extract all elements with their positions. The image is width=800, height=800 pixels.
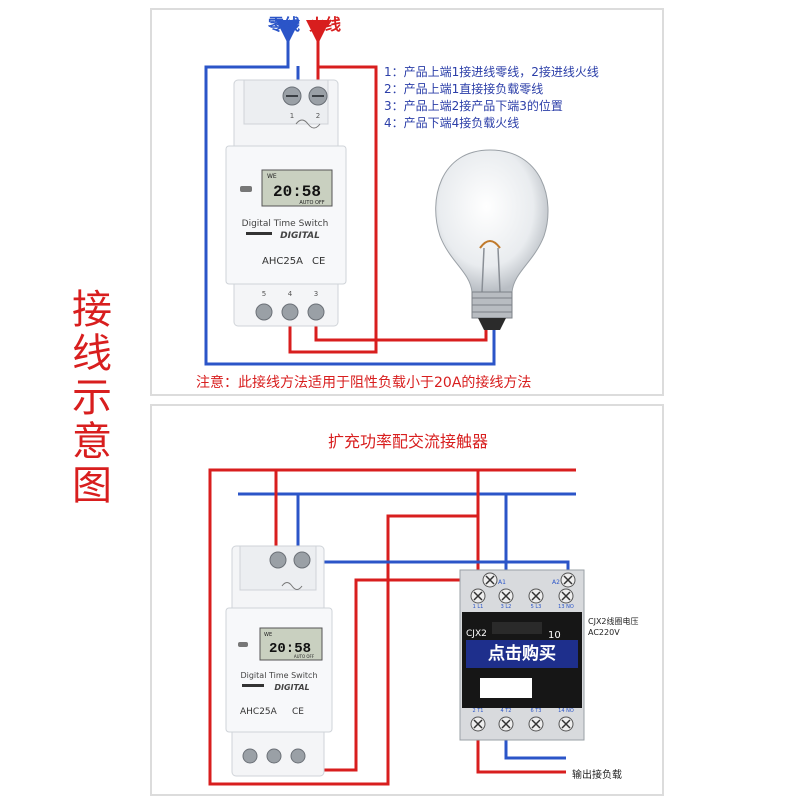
- coil-voltage-label: CJX2线圈电压: [588, 617, 639, 626]
- contactor-model: CJX2: [466, 629, 487, 639]
- terminal-label: 13 NO: [558, 604, 574, 610]
- side-title-char: 接: [72, 287, 112, 333]
- terminal-label: 1 L1: [473, 604, 484, 610]
- lcd-time: 20:58: [273, 183, 321, 201]
- buy-button[interactable]: 点击购买: [466, 640, 578, 668]
- device-brand: DIGITAL: [274, 683, 309, 692]
- terminal-label: 5 L3: [531, 604, 542, 610]
- ce-mark: CE: [292, 707, 304, 717]
- contactor-rating: 10: [548, 630, 561, 641]
- terminal-5: [255, 303, 273, 321]
- side-title-char: 意: [72, 419, 112, 465]
- ce-mark: CE: [312, 256, 325, 267]
- lcd-day: WE: [264, 632, 272, 638]
- device-name: Digital Time Switch: [242, 219, 329, 229]
- contactor-section-title: 扩充功率配交流接触器: [328, 432, 489, 451]
- coil-label-a1: A1: [498, 579, 506, 586]
- terminal-label: 4 T2: [500, 708, 511, 714]
- terminal-label: 3 L2: [501, 604, 512, 610]
- neutral-wire: [204, 44, 496, 366]
- wiring-step: 3：产品上端2接产品下端3的位置: [384, 99, 563, 113]
- device-model: AHC25A: [240, 707, 278, 717]
- wiring-step: 1：产品上端1接进线零线，2接进线火线: [384, 65, 599, 79]
- load-live-wire: [314, 316, 488, 342]
- device-brand: DIGITAL: [280, 231, 320, 241]
- wiring-step: 2：产品上端1直接接负载零线: [384, 82, 544, 96]
- terminal-label: 2 T1: [472, 708, 483, 714]
- neutral-label: 零线: [268, 15, 301, 34]
- lcd-mode: AUTO OFF: [299, 200, 324, 206]
- lcd-day: WE: [267, 173, 277, 180]
- terminal-3: [307, 303, 325, 321]
- coil-voltage-value: AC220V: [588, 628, 620, 637]
- light-bulb-icon: [435, 149, 549, 330]
- live-label: 火线: [309, 15, 342, 34]
- device-name: Digital Time Switch: [240, 671, 317, 680]
- terminal-label: 14 NO: [558, 708, 574, 714]
- top-terminal-label: 2: [316, 112, 320, 120]
- device-model: AHC25A: [262, 256, 303, 267]
- side-title-char: 图: [72, 463, 112, 509]
- contactor-cjx2: A1 A2 1 L1 3 L2 5 L3 13 NO CJX2 10 2 T1 …: [459, 569, 585, 741]
- side-title-char: 线: [72, 331, 112, 377]
- wiring-step: 4：产品下端4接负载火线: [384, 116, 520, 130]
- wiring-note: 注意：此接线方法适用于阻性负载小于20A的接线方法: [196, 375, 532, 391]
- live-wire: [288, 44, 378, 354]
- terminal-4: [281, 303, 299, 321]
- terminal-label: 6 T3: [530, 708, 541, 714]
- top-power-terminals: 1 L1 3 L2 5 L3 13 NO: [470, 588, 574, 610]
- timer-device-top: 1 2 WE 20:58 AUTO OFF Digital Time Switc…: [225, 79, 347, 327]
- side-title-char: 示: [72, 375, 112, 421]
- wiring-steps: 1：产品上端1接进线零线，2接进线火线 2：产品上端1直接接负载零线 3：产品上…: [384, 64, 599, 132]
- bottom-power-terminals: 2 T1 4 T2 6 T3 14 NO: [470, 708, 574, 732]
- lcd-time: 20:58: [269, 641, 311, 657]
- lcd-mode: AUTO OFF: [294, 654, 315, 659]
- output-load-label: 输出接负载: [572, 770, 622, 781]
- bottom-terminal-label: 5: [262, 290, 266, 298]
- top-terminal-label: 1: [290, 112, 294, 120]
- timer-device-bottom: WE 20:58 AUTO OFF Digital Time Switch DI…: [225, 545, 333, 777]
- bottom-terminal-label: 3: [314, 290, 318, 298]
- side-title: 接 线 示 意 图: [70, 288, 114, 508]
- bottom-terminal-label: 4: [288, 290, 293, 298]
- coil-label-a2: A2: [552, 579, 560, 586]
